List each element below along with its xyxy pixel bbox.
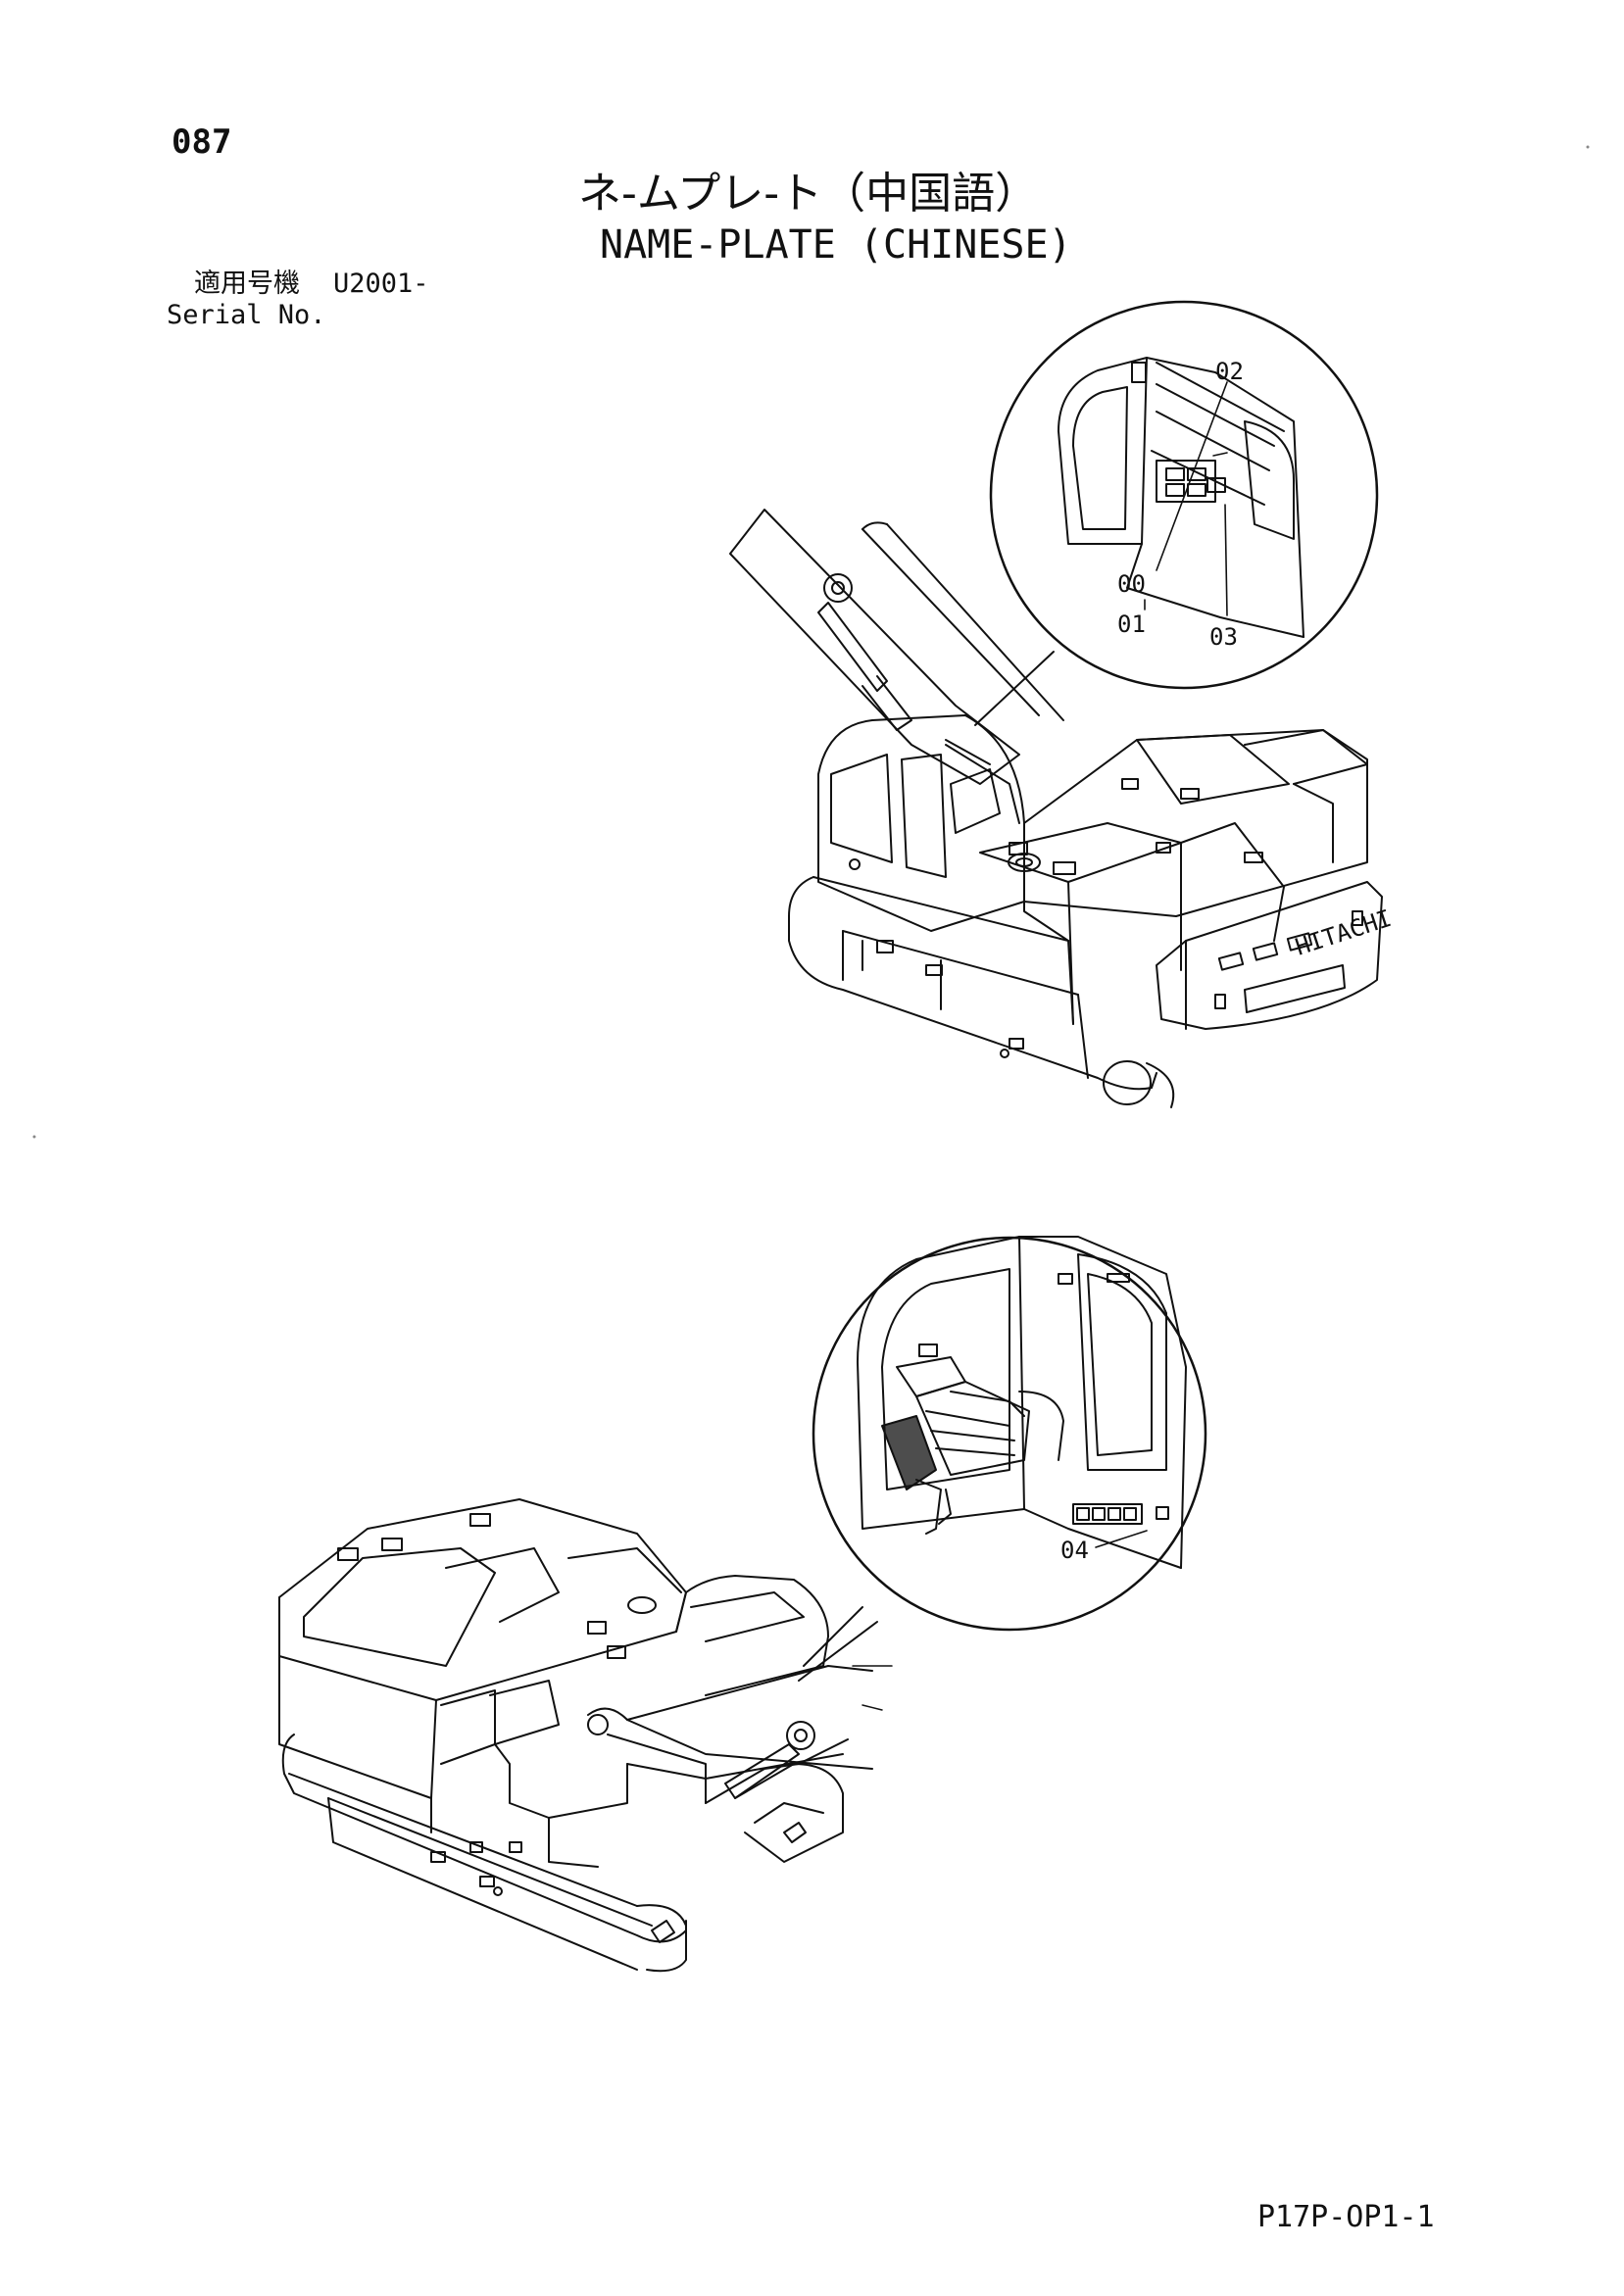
callout-04: 04 [1060, 1537, 1089, 1564]
boom-bottom [587, 1665, 873, 1804]
upper-body-bottom [278, 1498, 687, 1868]
track-assembly-top [788, 876, 1175, 1108]
page-number: 087 [172, 122, 232, 162]
callout-00: 00 [1117, 570, 1146, 598]
leader-line-top [945, 651, 1055, 765]
callout-leader-04 [1095, 1530, 1148, 1548]
callout-01: 01 [1117, 611, 1146, 638]
track-assembly-bottom [281, 1734, 844, 1973]
callout-03: 03 [1209, 623, 1238, 651]
excavator-bottom-illustration [278, 1498, 893, 1973]
counterweight-top: HITACHI [1156, 881, 1395, 1030]
serial-label-japanese: 適用号機 [194, 269, 300, 299]
page-title-english: NAME-PLATE (CHINESE) [600, 222, 1072, 268]
magnified-detail-top: 02 00 01 03 [989, 300, 1379, 690]
cab-top [817, 714, 1025, 932]
callout-02: 02 [1215, 358, 1244, 385]
cab-edge-lines [852, 1665, 893, 1711]
magnified-detail-bottom: 04 [812, 1236, 1207, 1632]
cab-interior-top [1058, 357, 1304, 638]
cab-interior-bottom [857, 1236, 1187, 1569]
page-speck [1586, 145, 1590, 149]
upper-body-top [979, 729, 1368, 1025]
serial-number-value: U2001- [333, 269, 429, 299]
callout-leaders-top [1144, 381, 1228, 616]
excavator-top-illustration: HITACHI [729, 509, 1395, 1108]
boom-top [729, 509, 1064, 824]
document-code: P17P-OP1-1 [1257, 2200, 1435, 2234]
leader-line-bottom [798, 1606, 878, 1682]
operator-seat [881, 1343, 1064, 1535]
cab-bottom [675, 1575, 829, 1696]
serial-label-english: Serial No. [167, 300, 326, 330]
cylinder-top [817, 573, 912, 731]
page-speck [32, 1135, 36, 1139]
page-title-japanese: ネ-ムプレ-ト（中国語） [578, 169, 1039, 219]
